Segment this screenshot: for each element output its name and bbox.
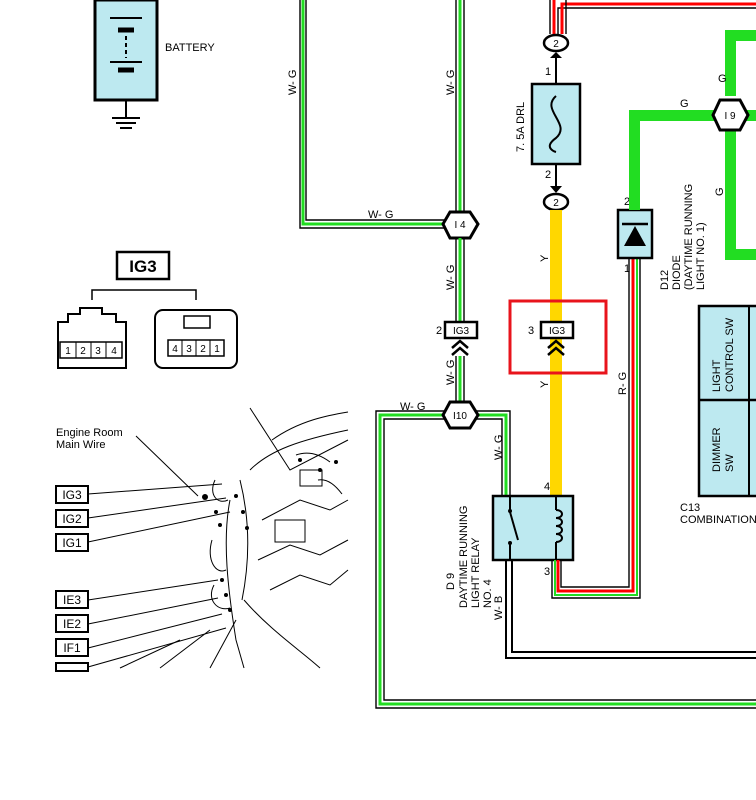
connector-ig3-pin3: IG3 — [539, 320, 575, 356]
location-tags: IG3 IG2 IG1 IE3 IE2 IF1 — [55, 485, 89, 672]
wire-green-diode — [629, 110, 756, 210]
wire-yellow — [550, 210, 562, 496]
location-caption-1: Engine Room — [56, 427, 123, 439]
fuse-bottom-pin: 2 — [553, 198, 559, 209]
combination-light-label-2: CONTROL SW — [724, 317, 736, 392]
wire-red-top — [549, 0, 756, 34]
relay-pin-4: 4 — [544, 481, 550, 493]
diode-label-3: (DAYTIME RUNNING — [683, 184, 695, 290]
fuse-top-connector: 2 — [542, 33, 570, 84]
location-caption-2: Main Wire — [56, 439, 106, 451]
highlight-box — [508, 299, 608, 375]
wire-rg — [551, 258, 641, 599]
connector-ig3-title-box: IG3 — [91, 250, 197, 300]
relay-label-2: DAYTIME RUNNING — [458, 506, 470, 608]
location-tag-if1: IF1 — [63, 641, 81, 655]
wire-label-wg-3: W- G — [368, 209, 393, 221]
location-tag-ig2: IG2 — [62, 512, 82, 526]
pin-label-2a: 2 — [436, 325, 442, 337]
left-pin-4: 4 — [111, 346, 117, 357]
combination-name: COMBINATION — [680, 514, 756, 526]
connector-ig3-label-2: IG3 — [549, 326, 566, 337]
right-pin-4: 4 — [172, 344, 178, 355]
right-pin-2: 2 — [200, 344, 206, 355]
junction-i4-label: I 4 — [454, 220, 466, 231]
fuse-label: 7. 5A DRL — [515, 102, 527, 152]
junction-i4: I 4 — [441, 210, 480, 240]
wire-label-g-1: G — [680, 98, 689, 110]
wire-label-rg: R- G — [617, 372, 629, 395]
combination-dimmer-label-1: DIMMER — [711, 427, 723, 472]
junction-i10-label: I10 — [453, 411, 467, 422]
left-pin-3: 3 — [95, 346, 101, 357]
fuse-7-5a-drl — [530, 82, 582, 166]
relay-label-4: NO. 4 — [482, 579, 494, 608]
diode-pin-1: 1 — [624, 263, 630, 275]
diode-pin-2: 2 — [624, 196, 630, 208]
wire-green-right — [725, 30, 756, 260]
location-leader-lines — [87, 483, 231, 668]
engine-room-sketch-details — [202, 458, 338, 612]
connector-ig3-label-1: IG3 — [453, 326, 470, 337]
wire-label-y-2: Y — [539, 380, 551, 388]
relay-label-1: D 9 — [445, 573, 457, 590]
pin-label-3a: 3 — [528, 325, 534, 337]
wire-wg-mid — [455, 238, 465, 322]
relay-label-3: LIGHT RELAY — [470, 537, 482, 608]
location-tag-ie2: IE2 — [63, 617, 81, 631]
left-pin-1: 1 — [65, 346, 71, 357]
wire-label-wg-4: W- G — [445, 265, 457, 290]
connector-face-left: 1 2 3 4 — [57, 307, 127, 369]
wire-label-g-3: G — [714, 187, 726, 196]
wire-wg-loop-top — [299, 0, 465, 229]
wire-label-wg-1: W- G — [287, 70, 299, 95]
connector-ig3-pin2: IG3 — [443, 320, 479, 356]
diode-label-2: DIODE — [671, 255, 683, 290]
diode-label-1: D12 — [659, 270, 671, 290]
wire-label-g-2: G — [718, 73, 727, 85]
combination-light-label-1: LIGHT — [711, 359, 723, 392]
connector-face-right: 4 3 2 1 — [154, 309, 238, 369]
fuse-top-pin: 2 — [553, 39, 559, 50]
junction-i10: I10 — [441, 400, 480, 430]
left-pin-2: 2 — [80, 346, 86, 357]
fuse-pin-1: 1 — [545, 66, 551, 78]
wire-label-wg-7: W- G — [493, 435, 505, 460]
battery-symbol — [93, 0, 159, 129]
location-tag-ig3: IG3 — [62, 488, 82, 502]
junction-i9: I 9 — [711, 98, 750, 132]
right-pin-3: 3 — [186, 344, 192, 355]
wire-label-wb: W- B — [493, 596, 505, 620]
fuse-bottom-connector: 2 — [542, 192, 570, 212]
combination-dimmer-label-2: SW — [724, 454, 736, 472]
junction-i9-label: I 9 — [724, 111, 736, 122]
battery-label: BATTERY — [165, 42, 215, 54]
location-tag-ig1: IG1 — [62, 536, 82, 550]
wire-wb — [505, 560, 756, 659]
diode-d12 — [616, 208, 654, 260]
connector-ig3-title: IG3 — [129, 257, 156, 276]
location-tag-ie3: IE3 — [63, 593, 81, 607]
wire-label-wg-6: W- G — [400, 401, 425, 413]
combination-switch-c13 — [697, 304, 756, 498]
right-pin-1: 1 — [214, 344, 220, 355]
wire-label-wg-2: W- G — [445, 70, 457, 95]
relay-d9 — [491, 494, 575, 562]
relay-pin-3: 3 — [544, 566, 550, 578]
combination-code: C13 — [680, 502, 700, 514]
diode-label-4: LIGHT NO. 1) — [695, 222, 707, 290]
engine-room-sketch — [119, 407, 349, 669]
wire-wg-low — [455, 356, 465, 402]
wire-label-y-1: Y — [539, 254, 551, 262]
wire-label-wg-5: W- G — [445, 360, 457, 385]
wire-wg-loop-bottom — [375, 410, 756, 709]
fuse-pin-2: 2 — [545, 169, 551, 181]
